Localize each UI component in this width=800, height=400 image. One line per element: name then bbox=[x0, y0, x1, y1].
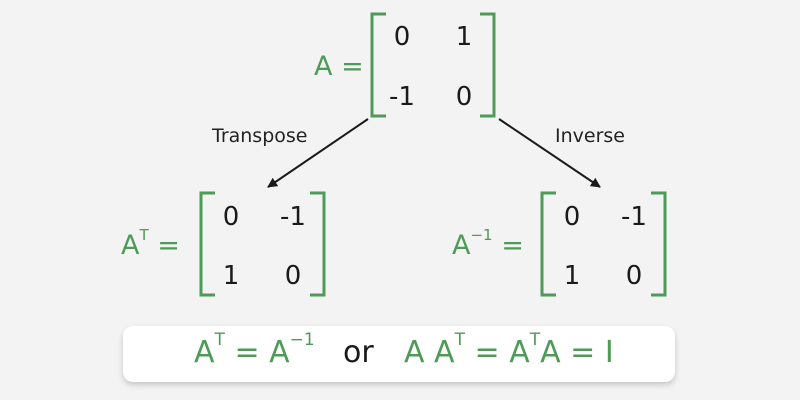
matrix-a-equals: = bbox=[341, 51, 364, 82]
formula-part: = A bbox=[464, 335, 530, 370]
matrix-t-cell: 0 bbox=[222, 202, 240, 232]
matrix-inv-label: A−1 = bbox=[452, 228, 524, 261]
matrix-t-superscript: T bbox=[139, 226, 149, 244]
formula-superscript: −1 bbox=[289, 330, 315, 350]
matrix-a-cell: 0 bbox=[455, 82, 473, 112]
formula-left: AT = A−1 bbox=[194, 332, 315, 370]
matrix-inv-cell: 0 bbox=[625, 261, 643, 291]
matrix-a-label-base: A bbox=[314, 51, 333, 82]
matrix-t-left-bracket bbox=[199, 191, 215, 297]
inverse-label: Inverse bbox=[555, 125, 625, 147]
formula-part: = A bbox=[224, 335, 290, 370]
matrix-inv-right-bracket bbox=[651, 191, 667, 297]
formula-superscript: T bbox=[529, 330, 541, 350]
matrix-inv-left-bracket bbox=[540, 191, 556, 297]
matrix-t-label-base: A bbox=[121, 230, 140, 261]
matrix-t-right-bracket bbox=[310, 191, 326, 297]
matrix-inv-cell: 1 bbox=[563, 261, 581, 291]
transpose-arrow bbox=[267, 118, 369, 188]
matrix-a-cell: 1 bbox=[455, 22, 473, 52]
matrix-inv-cell: -1 bbox=[621, 202, 647, 232]
transpose-label: Transpose bbox=[212, 125, 308, 147]
formula-right: A AT = ATA = I bbox=[404, 332, 614, 370]
matrix-a-cell: -1 bbox=[389, 82, 415, 112]
matrix-inv-equals: = bbox=[501, 230, 524, 261]
matrix-t-equals: = bbox=[157, 230, 180, 261]
matrix-inv-label-base: A bbox=[452, 230, 471, 261]
matrix-a-cell: 0 bbox=[393, 22, 411, 52]
formula-superscript: T bbox=[454, 330, 465, 350]
formula-part: A = I bbox=[540, 335, 614, 370]
matrix-t-cell: 0 bbox=[284, 261, 302, 291]
matrix-t-label: AT = bbox=[121, 228, 180, 261]
matrix-inv-superscript: −1 bbox=[470, 226, 493, 244]
formula-superscript: T bbox=[214, 330, 225, 350]
matrix-inv-cell: 0 bbox=[563, 202, 581, 232]
matrix-t-cell: -1 bbox=[280, 202, 306, 232]
inverse-arrow bbox=[498, 118, 601, 188]
matrix-a-right-bracket bbox=[480, 12, 496, 118]
matrix-a-label: A = bbox=[314, 53, 364, 80]
matrix-t-cell: 1 bbox=[222, 261, 240, 291]
formula-banner bbox=[123, 326, 675, 382]
formula-part: A A bbox=[404, 335, 455, 370]
matrix-a-left-bracket bbox=[370, 12, 386, 118]
formula-or: or bbox=[343, 335, 374, 370]
formula-part: A bbox=[194, 335, 215, 370]
